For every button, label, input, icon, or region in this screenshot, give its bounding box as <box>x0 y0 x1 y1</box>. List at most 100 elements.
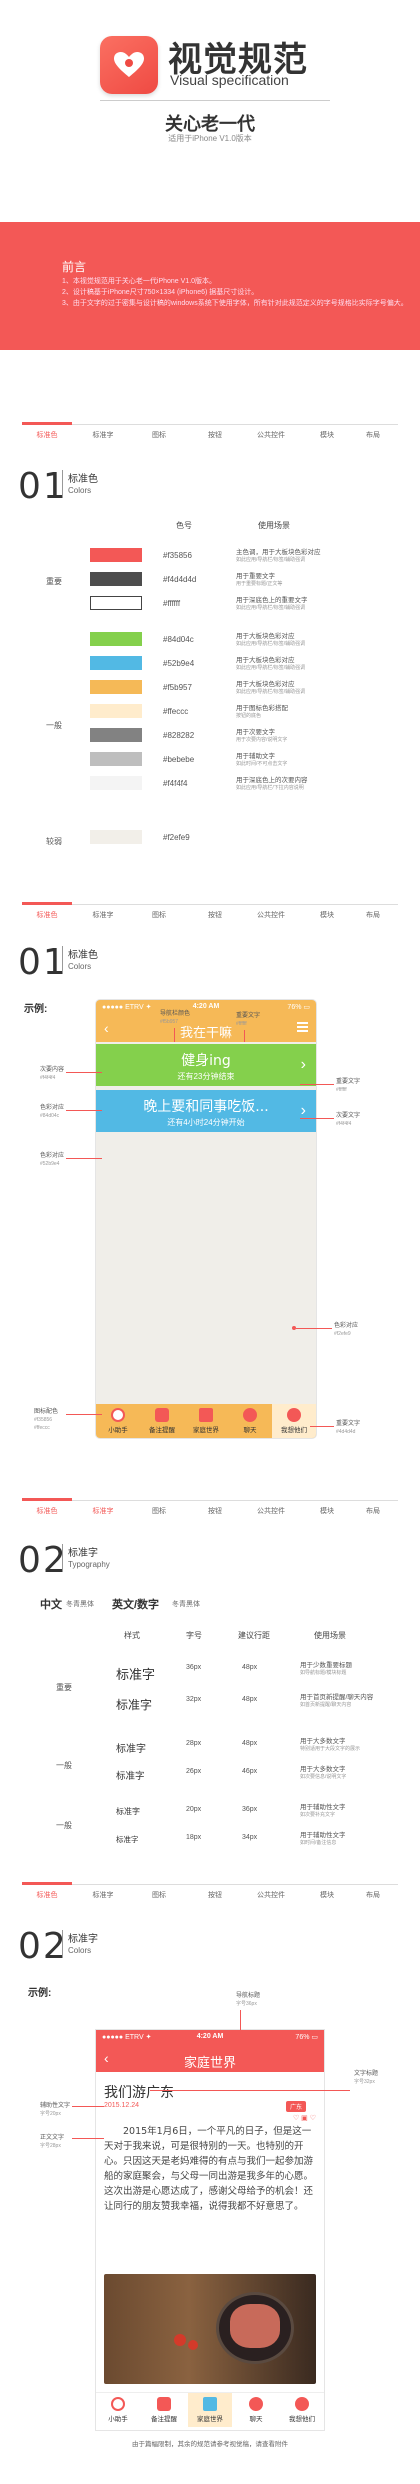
annotation: 次要内容#f4f4f4 <box>40 1067 65 1081</box>
nav-item-buttons[interactable]: 按钮 <box>208 432 222 439</box>
column-header: 字号 <box>186 1631 202 1640</box>
annotation: 重要文字#ffffff <box>236 1013 261 1027</box>
nav-item-typography[interactable]: 标准字 <box>92 1892 114 1899</box>
annotation-leader <box>66 1072 102 1073</box>
back-icon[interactable]: ‹ <box>104 1020 109 1036</box>
annotation: 重要文字#ffffff <box>336 1079 361 1093</box>
tab-family[interactable]: 家庭世界 <box>184 1404 228 1438</box>
like-icon[interactable]: ♡ ▣ ♡ <box>292 2115 316 2122</box>
nav-item-modules[interactable]: 模块 <box>320 1892 334 1899</box>
nav-item-buttons[interactable]: 按钮 <box>208 1892 222 1899</box>
heart-icon <box>114 52 144 77</box>
nav-item-controls[interactable]: 公共控件 <box>257 1892 285 1899</box>
nav-item-typography[interactable]: 标准字 <box>92 432 114 439</box>
type-line-height: 48px <box>242 1696 258 1703</box>
note-icon <box>157 2397 171 2411</box>
group-label: 较弱 <box>46 837 62 846</box>
status-time: 4:20 AM <box>196 2033 224 2040</box>
group-label: 重要 <box>56 1683 72 1692</box>
tab-label: 备注提醒 <box>151 2416 177 2423</box>
nav-item-layout[interactable]: 布局 <box>366 1508 380 1515</box>
section-subtitle: Typography <box>68 1560 110 1569</box>
home-icon <box>203 2397 217 2411</box>
font-cn-label: 中文 <box>40 1599 62 1611</box>
preface-line: 3、由于文字的过于密集与设计稿的windows系统下使用字体，所有针对此规范定义… <box>62 300 408 307</box>
page-subtitle: Visual specification <box>170 72 289 88</box>
reminder-card[interactable]: 健身ing 还有23分钟结束 › <box>96 1044 316 1086</box>
clock-icon <box>111 1408 125 1422</box>
annotation-leader <box>310 1426 334 1427</box>
annotation-dot <box>292 1326 296 1330</box>
type-sample: 标准字 <box>116 1771 145 1782</box>
type-sample: 标准字 <box>116 1807 140 1816</box>
tomato-shape <box>174 2334 186 2346</box>
nav-item-icons[interactable]: 图标 <box>152 432 166 439</box>
color-usage: 用于辅助文字如此时间/不可点击文字 <box>236 753 288 767</box>
color-usage: 用于重要文字用于重要标题/正文等 <box>236 573 283 587</box>
tab-chat[interactable]: 聊天 <box>228 1404 272 1438</box>
nav-item-icons[interactable]: 图标 <box>152 1508 166 1515</box>
annotation-leader <box>66 1158 102 1159</box>
nav-item-layout[interactable]: 布局 <box>366 1892 380 1899</box>
type-line-height: 48px <box>242 1740 258 1747</box>
nav-item-layout[interactable]: 布局 <box>366 432 380 439</box>
back-icon[interactable]: ‹ <box>104 2050 109 2066</box>
type-size: 32px <box>186 1696 202 1703</box>
nav-item-icons[interactable]: 图标 <box>152 1892 166 1899</box>
nav-item-buttons[interactable]: 按钮 <box>208 912 222 919</box>
nav-bar: ●●●●● ETRV ✦ 4:20 AM 76% ▭ ‹ 家庭世界 <box>96 2030 324 2072</box>
nav-item-icons[interactable]: 图标 <box>152 912 166 919</box>
tab-reminder[interactable]: 备注提醒 <box>140 1404 184 1438</box>
tab-family[interactable]: 家庭世界 <box>188 2393 232 2427</box>
nav-item-typography[interactable]: 标准字 <box>92 1508 114 1515</box>
nav-item-buttons[interactable]: 按钮 <box>208 1508 222 1515</box>
nav-item-colors[interactable]: 标准色 <box>36 1892 58 1899</box>
nav-item-colors[interactable]: 标准色 <box>36 432 58 439</box>
section-subtitle: Colors <box>68 962 92 971</box>
color-swatch <box>90 752 142 766</box>
tab-chat[interactable]: 聊天 <box>234 2393 278 2427</box>
home-icon <box>199 1408 213 1422</box>
tab-miss-them[interactable]: 我想他们 <box>272 1404 316 1438</box>
tab-assistant[interactable]: 小助手 <box>96 2393 140 2427</box>
nav-bar: ●●●●● ETRV ✦ 4:20 AM 76% ▭ ‹ 我在干嘛 <box>96 1000 316 1042</box>
nav-item-typography[interactable]: 标准字 <box>92 912 114 919</box>
nav-item-modules[interactable]: 模块 <box>320 912 334 919</box>
annotation-leader <box>66 1414 102 1415</box>
type-size: 36px <box>186 1664 202 1671</box>
menu-icon[interactable] <box>297 1022 308 1032</box>
nav-item-colors[interactable]: 标准色 <box>36 1508 58 1515</box>
nav-item-controls[interactable]: 公共控件 <box>257 912 285 919</box>
tab-assistant[interactable]: 小助手 <box>96 1404 140 1438</box>
annotation-leader <box>300 1084 334 1085</box>
app-version: 适用于iPhone V1.0版本 <box>168 134 252 143</box>
color-hex: #ffffff <box>163 599 181 608</box>
nav-item-layout[interactable]: 布局 <box>366 912 380 919</box>
annotation: 导航栏颜色#f5b957 <box>160 1011 191 1025</box>
column-header-usage: 使用场景 <box>258 521 290 530</box>
tab-label: 备注提醒 <box>149 1427 175 1434</box>
section-nav: 标准色 标准字 图标 按钮 公共控件 模块 布局 <box>22 892 398 922</box>
page-title: 视觉规范 <box>168 40 308 80</box>
annotation: 色彩对应#52b9e4 <box>40 1153 65 1167</box>
nav-item-controls[interactable]: 公共控件 <box>257 432 285 439</box>
section-number: 01 <box>18 942 68 983</box>
color-swatch <box>90 632 142 646</box>
type-size: 28px <box>186 1740 202 1747</box>
nav-item-controls[interactable]: 公共控件 <box>257 1508 285 1515</box>
nav-item-modules[interactable]: 模块 <box>320 1508 334 1515</box>
nav-item-colors[interactable]: 标准色 <box>36 912 58 919</box>
article-tag: 广东 <box>285 2101 306 2112</box>
chat-icon <box>287 1408 301 1422</box>
tab-reminder[interactable]: 备注提醒 <box>142 2393 186 2427</box>
color-hex: #f4f4f4 <box>163 779 188 788</box>
tab-label: 小助手 <box>108 2416 128 2423</box>
section-nav: 标准色 标准字 图标 按钮 公共控件 模块 布局 <box>22 412 398 442</box>
annotation-leader <box>174 1028 175 1042</box>
nav-item-modules[interactable]: 模块 <box>320 432 334 439</box>
clock-icon <box>111 2397 125 2411</box>
reminder-card[interactable]: 晚上要和同事吃饭... 还有4小时24分钟开始 › <box>96 1090 316 1132</box>
tab-miss-them[interactable]: 我想他们 <box>280 2393 324 2427</box>
section-title: 标准色 <box>68 950 98 961</box>
tab-label: 家庭世界 <box>197 2416 223 2423</box>
